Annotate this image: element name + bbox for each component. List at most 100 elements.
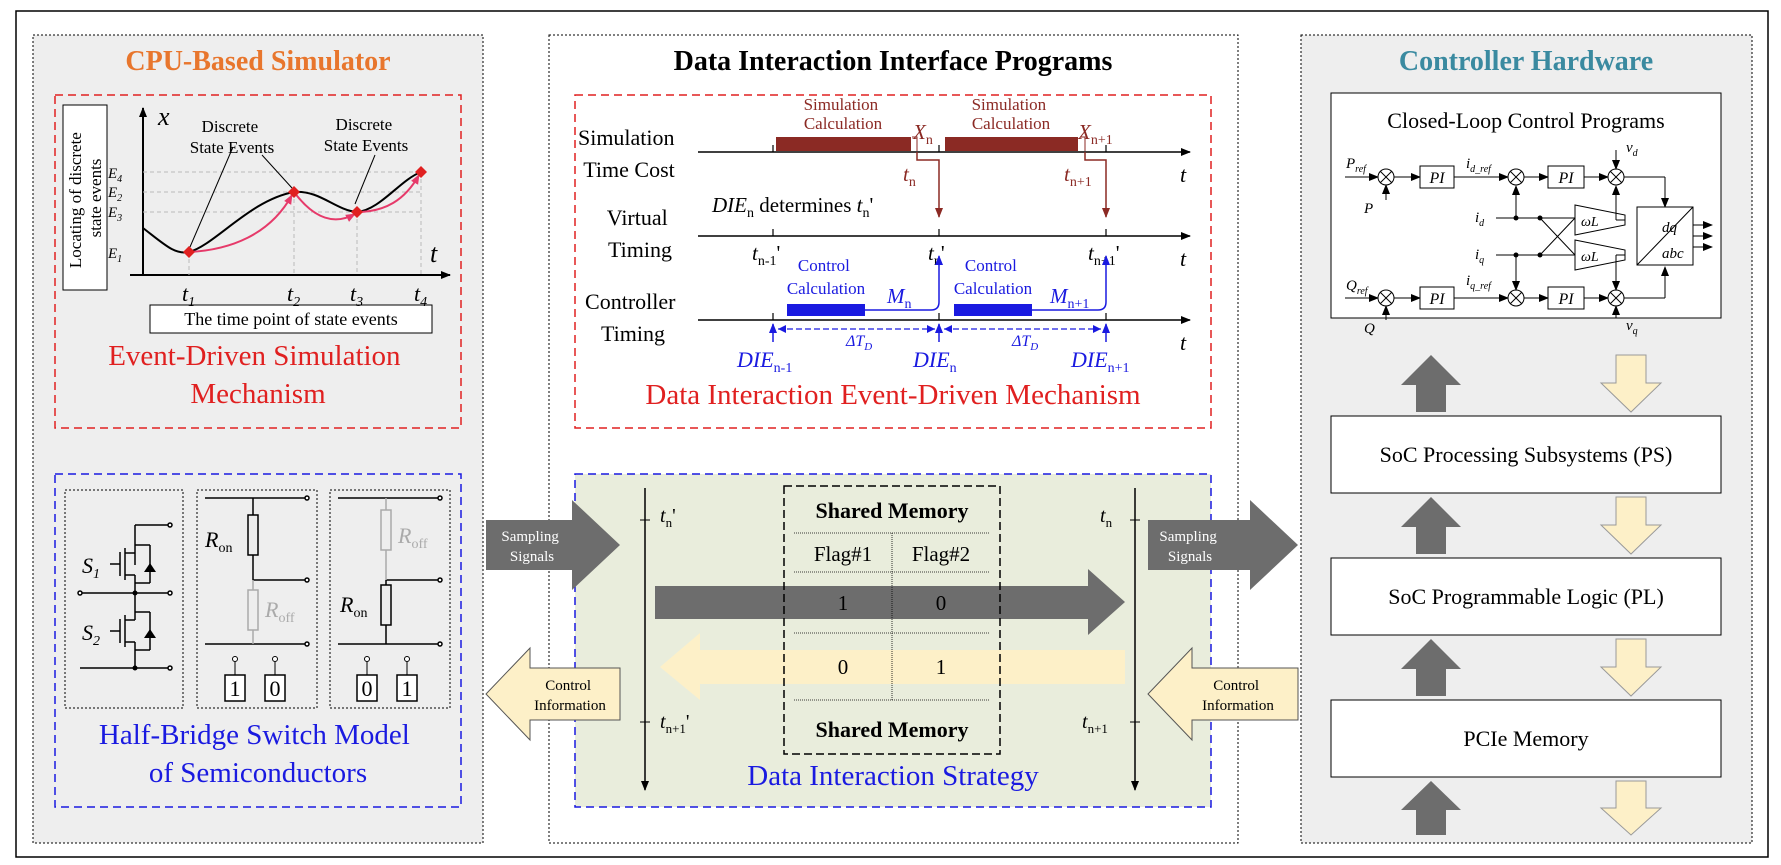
- ctrlcalc1-l2: Calculation: [787, 279, 866, 298]
- pi-block-4: PI: [1557, 291, 1574, 308]
- event-arrow-3: [356, 174, 420, 213]
- svg-text:Controller Timing: Controller Timing: [585, 289, 681, 346]
- row2-l2: Timing: [608, 237, 672, 262]
- simcalc1-l1: Simulation: [804, 95, 879, 114]
- roff-model-1: [247, 580, 259, 644]
- dq-label: dq: [1662, 220, 1678, 236]
- ps-label: SoC Processing Subsystems (PS): [1380, 442, 1673, 467]
- svg-text:Virtual Timing: Virtual Timing: [607, 205, 674, 262]
- node-bot: [132, 665, 138, 671]
- svg-text:Simulation Time Cost: Simulation Time Cost: [578, 125, 680, 182]
- row3-l2: Timing: [601, 321, 665, 346]
- pcie-box: [1330, 699, 1722, 778]
- shared-memory-top: Shared Memory: [816, 498, 969, 523]
- row3-l1: Controller: [585, 289, 676, 314]
- annot-line-3: [354, 154, 376, 205]
- abc-label: abc: [1662, 246, 1684, 262]
- svg-text:Discrete State Events: Discrete State Events: [324, 115, 409, 155]
- die-up-arrows: [769, 323, 1110, 342]
- die-event-box: [574, 94, 1212, 429]
- t-axis-2: t: [1180, 246, 1187, 271]
- tn1-sim: tn+1: [1064, 162, 1092, 190]
- bit-1a: 1: [230, 676, 241, 701]
- svg-text:Locating of discrete sta: Locating of discrete state events: [66, 128, 105, 268]
- bit-1b: 0: [270, 676, 281, 701]
- control-left-l2: Information: [534, 698, 606, 714]
- diode-2: [144, 629, 156, 638]
- control-right-l1: Control: [1213, 678, 1259, 694]
- row2-l1: Virtual: [607, 205, 668, 230]
- tnm1-virt: tn-1': [752, 241, 780, 269]
- ctrl-bar-1: [787, 304, 865, 316]
- controller-title: Controller Hardware: [1399, 46, 1653, 77]
- control-arrow-right: Control Information: [1147, 646, 1299, 742]
- ticks: [772, 145, 1107, 320]
- sampling-right-l2: Signals: [1168, 549, 1212, 565]
- halfbridge-title-1: Half-Bridge Switch Model: [99, 719, 410, 751]
- controller-panel: Controller Hardware Closed-Loop Control …: [1300, 34, 1753, 844]
- cpu-panel: CPU-Based Simulator Locating of discrete…: [32, 34, 484, 844]
- big-control-arrow: [660, 633, 1125, 700]
- stack-arrows: [1401, 354, 1663, 836]
- svg-text:Control Information: Control Information: [534, 678, 606, 714]
- resistor-model-1: [205, 495, 310, 647]
- annot2-line1: Discrete: [336, 115, 393, 134]
- cpu-xlabel: The time point of state events: [184, 309, 397, 329]
- sampling-arrow-left: Sampling Signals: [486, 500, 620, 590]
- svg-text:Discrete State Events: Discrete State Events: [190, 117, 275, 157]
- shared-memory-bottom: Shared Memory: [816, 717, 969, 742]
- halfbridge-title-2: of Semiconductors: [149, 757, 367, 789]
- svg-text:Control Calculation: Control Calculation: [787, 256, 866, 298]
- bits-2: 0 1: [356, 656, 418, 702]
- closed-loop-box: [1330, 92, 1722, 319]
- control-arrow-left: Control Information: [485, 646, 621, 742]
- id-label: id: [1475, 210, 1485, 229]
- ctrlcalc2-l2: Calculation: [954, 279, 1033, 298]
- diode-1: [144, 563, 156, 572]
- table-grid: [794, 532, 990, 701]
- simcalc2-l2: Calculation: [972, 114, 1051, 133]
- closed-loop-title: Closed-Loop Control Programs: [1387, 108, 1664, 133]
- node-iq2: [1537, 252, 1543, 258]
- cpu-title: CPU-Based Simulator: [125, 46, 390, 77]
- die-panel: Data Interaction Interface Programs Simu…: [548, 34, 1239, 844]
- ctrlcalc1-l1: Control: [798, 256, 850, 275]
- sim-bar-1: [776, 137, 911, 151]
- event-arrow-2: [293, 191, 356, 222]
- control-right-l2: Information: [1202, 698, 1274, 714]
- row-b-flag2: 1: [936, 655, 947, 679]
- xn-brackets: [912, 136, 1086, 151]
- sim-bar-2: [945, 137, 1078, 151]
- event-arrow-1: [188, 194, 293, 253]
- row-a-flag1: 1: [838, 591, 849, 615]
- annot-line-2: [261, 154, 293, 189]
- halfbridge-box: [54, 473, 462, 808]
- sim-to-virtual-1: [916, 152, 943, 218]
- svg-text:Simulation Calculation: Simulation Calculation: [972, 95, 1051, 133]
- control-left-l1: Control: [545, 678, 591, 694]
- ylabel-line2: state events: [86, 159, 105, 238]
- event-driven-title-2: Mechanism: [190, 378, 326, 410]
- sim-to-virtual-2: [1084, 152, 1110, 218]
- big-sampling-arrow: [655, 569, 1125, 635]
- die-event-title: Data Interaction Event-Driven Mechanism: [645, 379, 1141, 411]
- xlabel-box: [149, 304, 433, 334]
- sampling-left-l1: Sampling: [501, 529, 559, 545]
- vq-label: vq: [1626, 318, 1638, 337]
- hb-sub2: [196, 489, 318, 709]
- ctrl-to-virt-1: [865, 255, 943, 311]
- annot-line-1: [189, 146, 234, 248]
- axis-x-label: x: [157, 102, 170, 131]
- row1-l2: Time Cost: [583, 157, 675, 182]
- strat-tn-left: tn': [660, 505, 676, 530]
- node-iq: [1513, 252, 1519, 258]
- svg-text:Control Information: Control Information: [1202, 678, 1274, 714]
- t-axis-3: t: [1180, 330, 1187, 355]
- flag2-header: Flag#2: [912, 542, 970, 566]
- pi-block-3: PI: [1428, 291, 1445, 308]
- node-id2: [1537, 215, 1543, 221]
- outer-frame: [15, 10, 1769, 858]
- resistor-model-2: [338, 495, 443, 647]
- row-a-flag2: 0: [936, 591, 947, 615]
